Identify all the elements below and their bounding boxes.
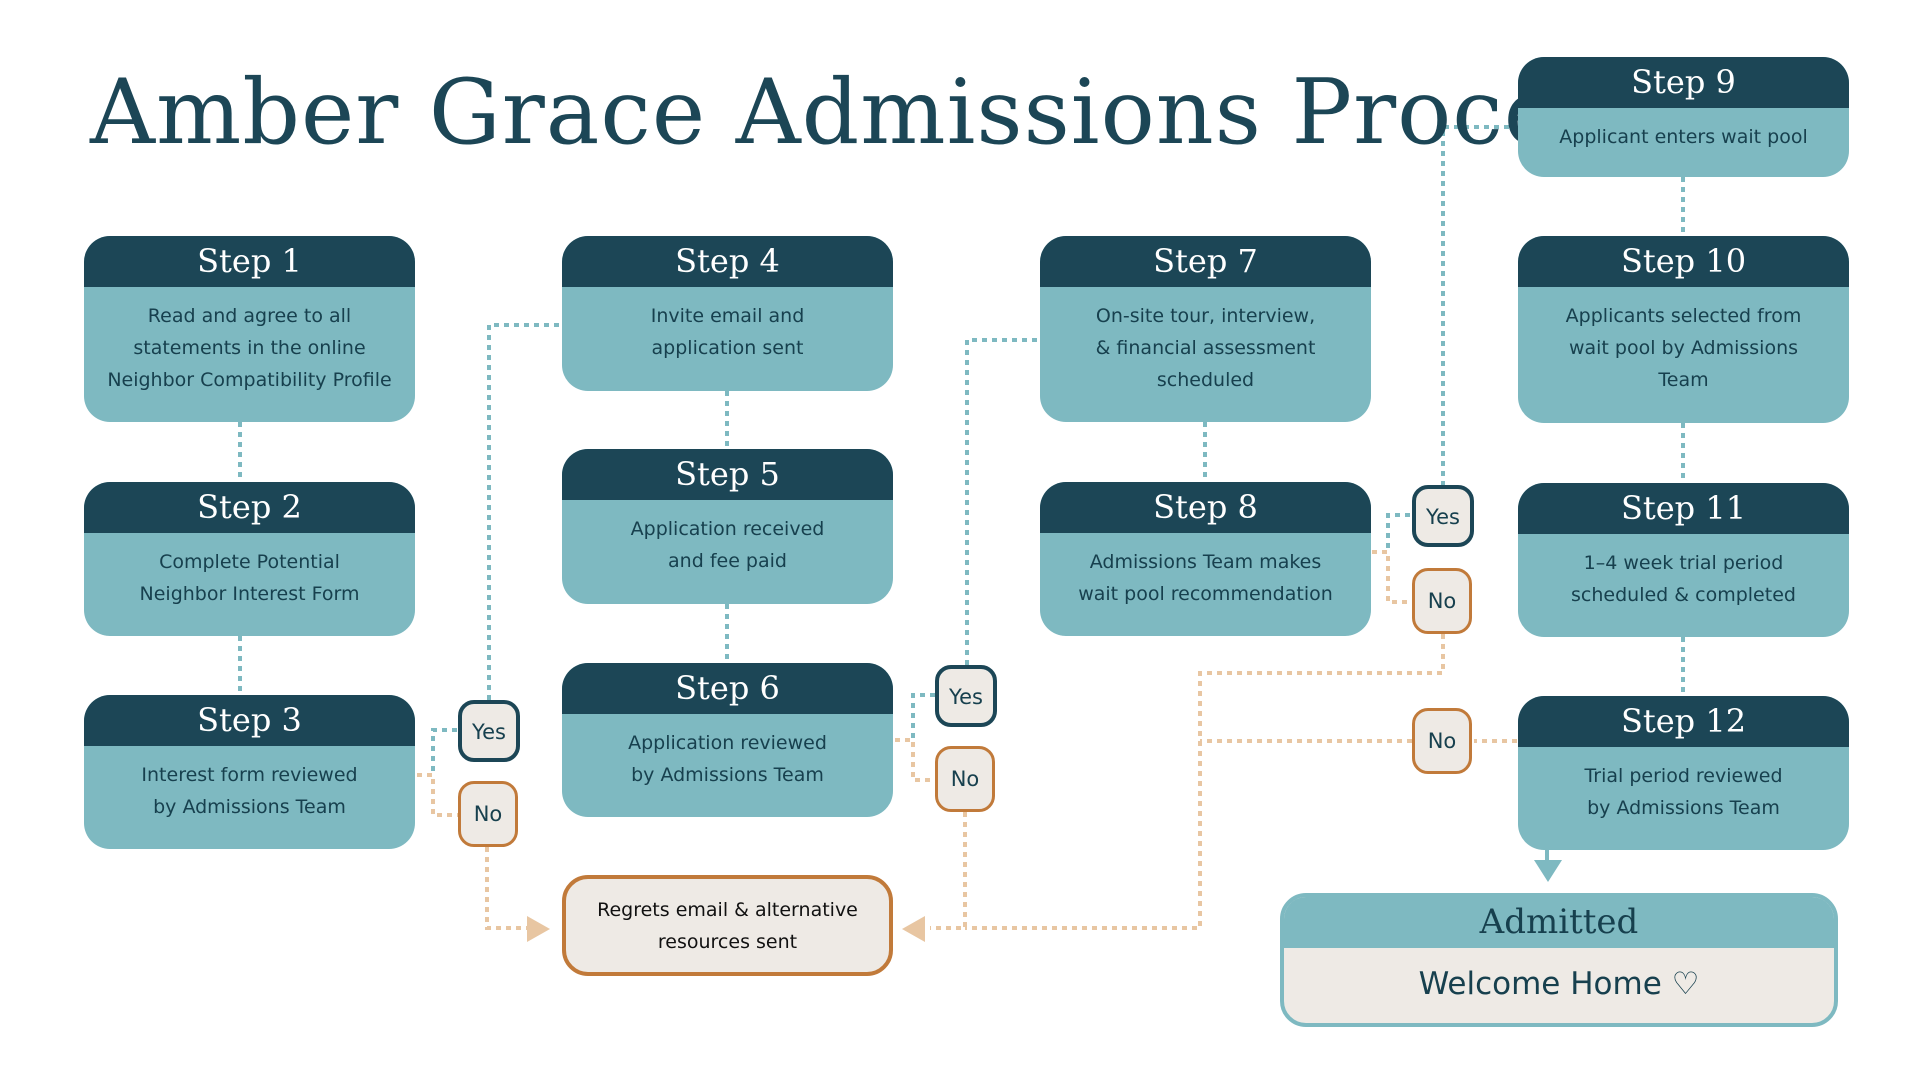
step-9-text: Applicant enters wait pool	[1559, 126, 1808, 148]
decision-no-step-12: No	[1412, 708, 1472, 774]
step-9-box: Step 9 Applicant enters wait pool	[1518, 57, 1849, 177]
step-6-label: Step 6	[562, 663, 893, 714]
step-9-label: Step 9	[1518, 57, 1849, 108]
decision-no-step-3: No	[458, 781, 518, 847]
regrets-line-2: resources sent	[657, 931, 798, 953]
page-title: Amber Grace Admissions Process	[90, 60, 1653, 165]
regrets-line-1: Regrets email & alternative	[597, 899, 858, 921]
step-8-label: Step 8	[1040, 482, 1371, 533]
regrets-box: Regrets email & alternative resources se…	[562, 875, 893, 976]
decision-yes-step-8: Yes	[1412, 485, 1474, 547]
decision-yes-step-6: Yes	[935, 665, 997, 727]
step-5-label: Step 5	[562, 449, 893, 500]
step-12-label: Step 12	[1518, 696, 1849, 747]
step-10-label: Step 10	[1518, 236, 1849, 287]
step-2-label: Step 2	[84, 482, 415, 533]
admitted-subtitle: Welcome Home ♡	[1418, 966, 1700, 1002]
step-7-box: Step 7 On-site tour, interview,& financi…	[1040, 236, 1371, 422]
admitted-title: Admitted	[1284, 897, 1834, 948]
step-3-label: Step 3	[84, 695, 415, 746]
decision-no-step-8: No	[1412, 568, 1472, 634]
admitted-box: Admitted Welcome Home ♡	[1280, 893, 1838, 1027]
decision-no-step-6: No	[935, 746, 995, 812]
decision-yes-step-3: Yes	[458, 700, 520, 762]
step-7-text: On-site tour, interview,& financial asse…	[1095, 305, 1316, 391]
step-11-label: Step 11	[1518, 483, 1849, 534]
step-7-label: Step 7	[1040, 236, 1371, 287]
step-1-label: Step 1	[84, 236, 415, 287]
step-4-label: Step 4	[562, 236, 893, 287]
